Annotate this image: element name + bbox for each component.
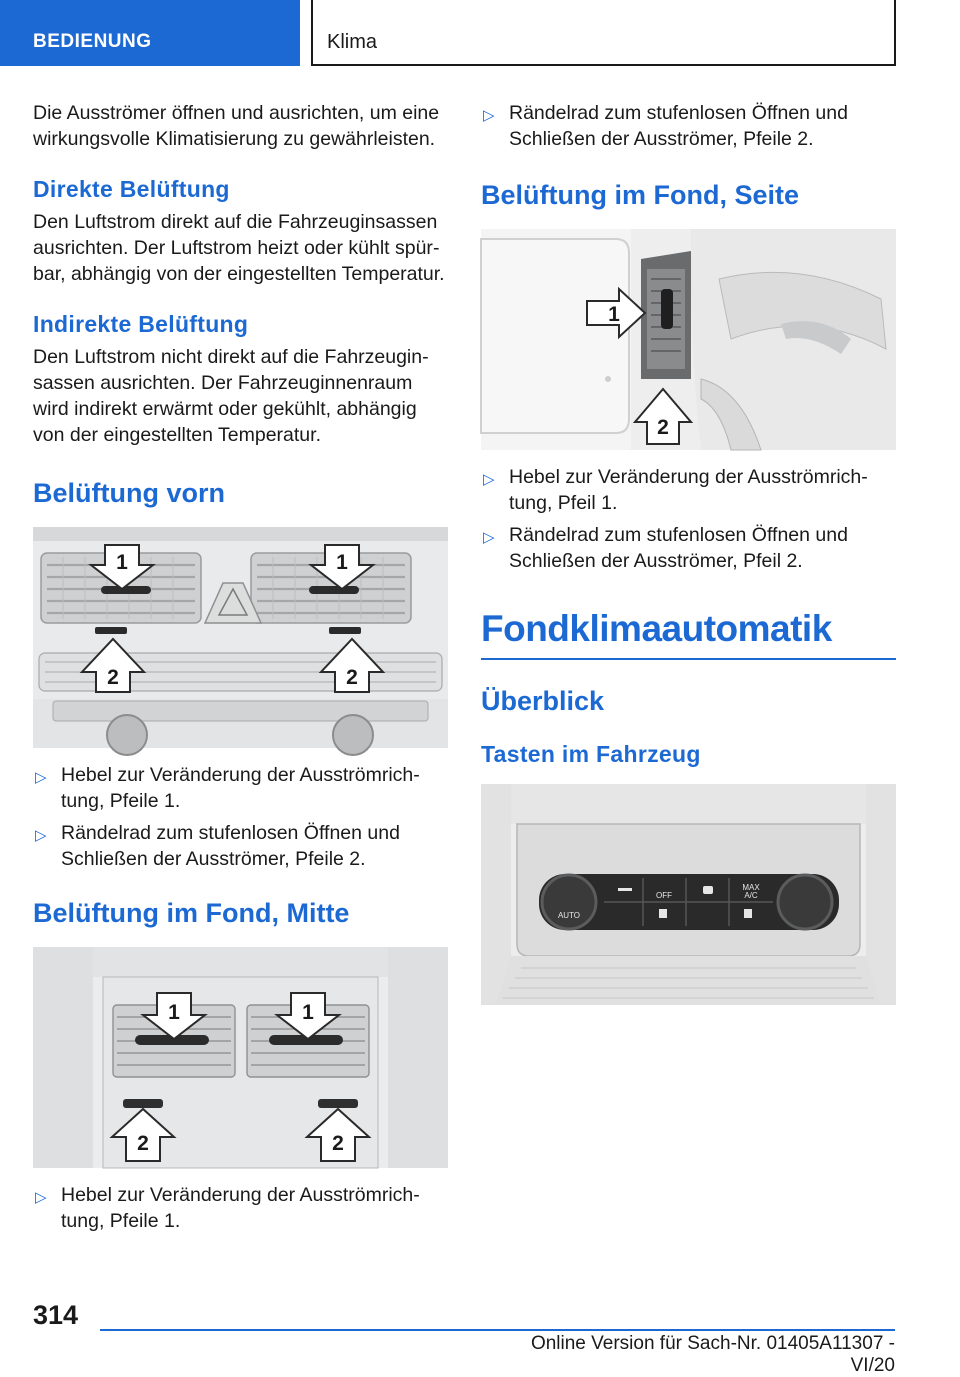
list-item: ▷Rändelrad zum stufenlosen Öffnen und Sc… [35,822,400,870]
rear-side-ventilation-list: ▷Hebel zur Veränderung der Ausströmrich­… [481,464,896,574]
triangle-bullet-icon: ▷ [483,107,495,124]
callout-1-right: 1 [336,551,348,574]
callout-1-left: 1 [116,551,128,574]
callout-1-left: 1 [168,1001,180,1024]
callout-2-right: 2 [346,666,358,689]
chapter-label: Klima [327,31,378,53]
callout-2-left: 2 [107,666,119,689]
triangle-bullet-icon: ▷ [483,471,495,488]
chapter-tab: Klima [311,0,896,66]
rear-center-vents-image: 1 1 2 2 [33,947,448,1169]
list-item: ▷Rändelrad zum stufenlosen Öffnen und Sc… [483,102,848,150]
rear-center-ventilation-heading: Belüftung im Fond, Mitte [33,898,350,928]
footer-version-text: Online Version für Sach-Nr. 01405A11307 … [530,1333,895,1376]
triangle-bullet-icon: ▷ [35,827,47,844]
max-label: MAX [742,883,760,892]
chapter-heading: Fondklimaautomatik [481,608,832,649]
front-ventilation-list: ▷Hebel zur Veränderung der Ausströmrich­… [33,762,448,872]
ac-label: A/C [744,891,758,900]
footer-rule [100,1329,895,1331]
direct-ventilation-text: Den Luftstrom direkt auf die Fahrzeugins… [33,211,445,285]
list-item: ▷Hebel zur Veränderung der Ausströmrich­… [483,466,868,514]
rear-side-vents-image: 1 2 [480,229,896,451]
section-label: BEDIENUNG [33,31,152,52]
right-column: ▷Rändelrad zum stufenlosen Öffnen und Sc… [480,100,896,1005]
triangle-bullet-icon: ▷ [35,769,47,786]
page-number: 314 [33,1300,79,1330]
front-vents-image: 1 1 2 2 [33,527,448,756]
rear-center-ventilation-list-continued: ▷Rändelrad zum stufenlosen Öffnen und Sc… [481,100,896,152]
callout-1: 1 [608,303,620,326]
off-label: OFF [656,891,672,900]
indirect-ventilation-text: Den Luftstrom nicht direkt auf die Fahrz… [33,346,429,446]
left-column: Die Ausströmer öffnen und ausrichten, um… [33,100,448,1240]
auto-label: AUTO [558,911,580,920]
rear-center-ventilation-list: ▷Hebel zur Veränderung der Ausströmrich­… [33,1182,448,1234]
triangle-bullet-icon: ▷ [35,1189,47,1206]
callout-2: 2 [657,416,669,439]
rear-side-ventilation-heading: Belüftung im Fond, Seite [481,180,799,210]
triangle-bullet-icon: ▷ [483,529,495,546]
callout-1-right: 1 [302,1001,314,1024]
chapter-rule [481,658,896,660]
callout-2-right: 2 [332,1132,344,1155]
rear-climate-panel-image: AUTO OFF MAX A/C [481,784,896,1005]
list-item: ▷Hebel zur Veränderung der Ausströmrich­… [35,764,420,812]
overview-heading: Überblick [481,686,605,716]
intro-text: Die Ausströmer öffnen und ausrichten, um… [33,102,440,150]
callout-2-left: 2 [137,1132,149,1155]
list-item: ▷Hebel zur Veränderung der Ausströmrich­… [35,1184,420,1232]
section-tab: BEDIENUNG [0,0,300,66]
list-item: ▷Rändelrad zum stufenlosen Öffnen und Sc… [483,524,848,572]
indirect-ventilation-heading: Indirekte Belüftung [33,311,249,337]
front-ventilation-heading: Belüftung vorn [33,478,225,508]
buttons-heading: Tasten im Fahrzeug [481,741,701,767]
direct-ventilation-heading: Direkte Belüftung [33,176,230,202]
